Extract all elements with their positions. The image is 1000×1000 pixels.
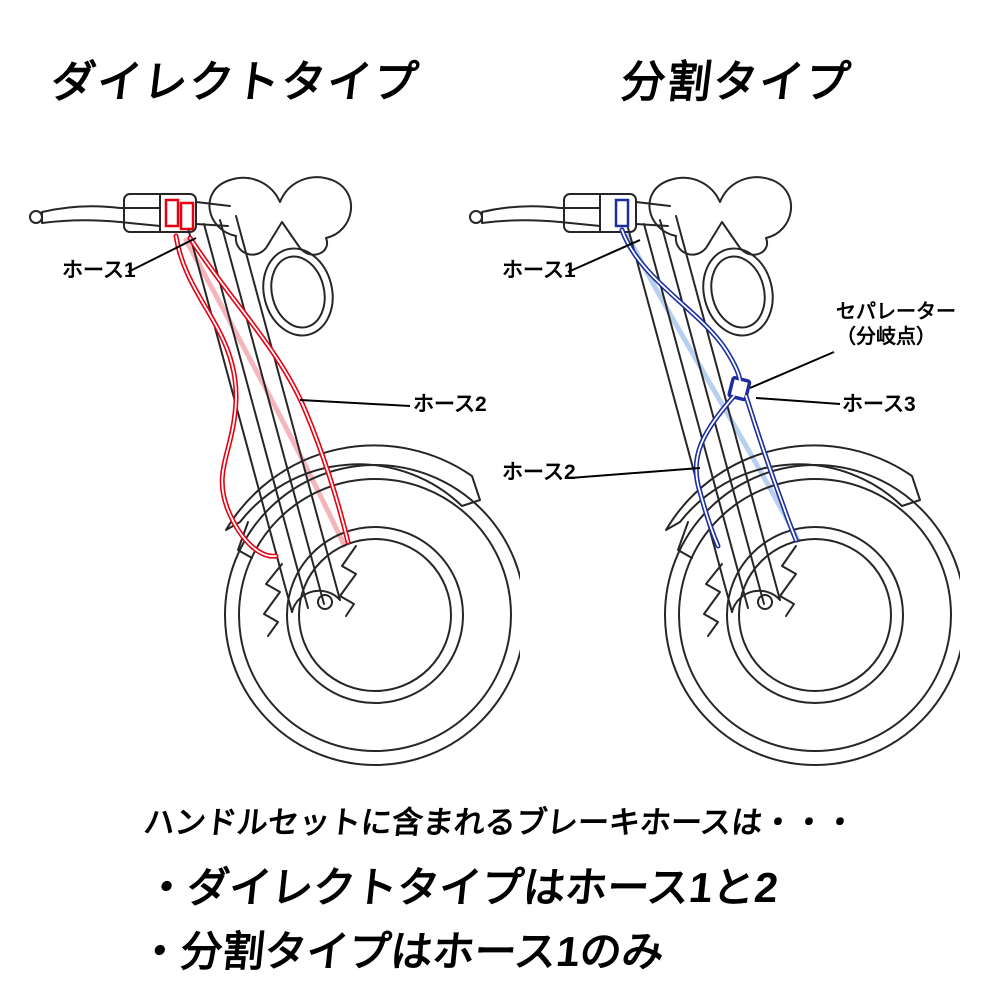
split-hose2-label: ホース2 bbox=[502, 461, 576, 484]
direct-banjo-fitting-2 bbox=[179, 201, 195, 231]
split-banjo-fitting bbox=[614, 198, 630, 228]
leader-split-hose3 bbox=[755, 397, 841, 405]
leader-direct-hose1 bbox=[127, 237, 197, 273]
split-separator-label-line1: セパレーター bbox=[836, 301, 956, 323]
leader-split-hose2 bbox=[569, 467, 701, 479]
leader-direct-hose2 bbox=[299, 399, 411, 407]
split-hose-faded bbox=[625, 233, 801, 543]
split-separator-label: セパレーター （分岐点） bbox=[836, 300, 956, 350]
direct-hose-faded bbox=[183, 237, 347, 548]
label-leader-lines bbox=[127, 237, 841, 479]
direct-banjo-fitting-1 bbox=[164, 198, 180, 228]
split-separator-label-line2: （分岐点） bbox=[836, 326, 936, 348]
leader-split-hose1 bbox=[567, 239, 641, 273]
footer-lead-text: ハンドルセットに含まれるブレーキホースは・・・ bbox=[142, 805, 858, 840]
direct-hose-centerlines bbox=[175, 235, 349, 557]
direct-hose2-label: ホース2 bbox=[413, 393, 487, 416]
split-hose3-label: ホース3 bbox=[842, 393, 916, 416]
leader-split-separator bbox=[749, 351, 835, 389]
split-hose1-label: ホース1 bbox=[502, 259, 576, 282]
direct-hose1-label: ホース1 bbox=[62, 259, 136, 282]
footer-bullets: ・ダイレクトタイプはホース1と2 ・分割タイプはホース1のみ bbox=[135, 856, 781, 984]
separator-junction bbox=[727, 376, 752, 402]
direct-hose1-path bbox=[173, 233, 279, 559]
footer-bullet-direct: ・ダイレクトタイプはホース1と2 bbox=[142, 864, 781, 911]
split-hose-centerlines bbox=[621, 229, 797, 547]
footer-bullet-split: ・分割タイプはホース1のみ bbox=[136, 927, 667, 975]
